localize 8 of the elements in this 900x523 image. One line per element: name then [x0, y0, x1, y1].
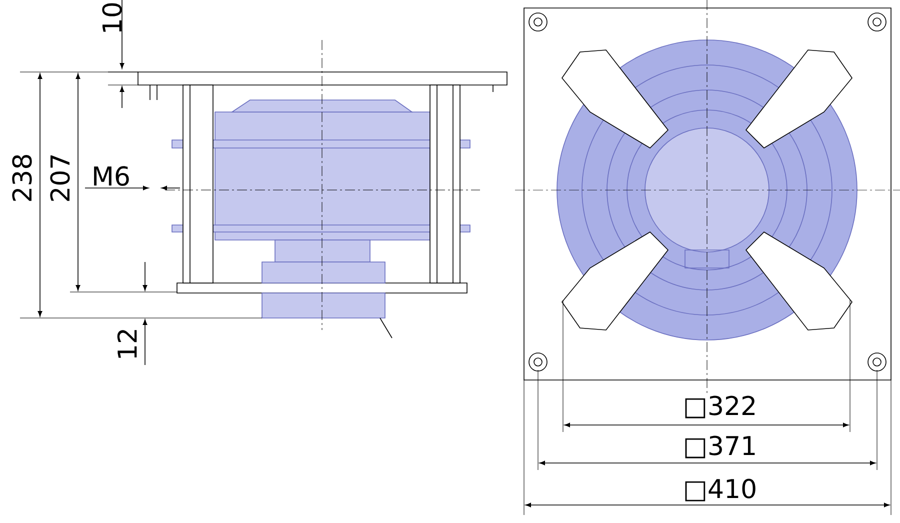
dimension-label: 12 [117, 330, 137, 358]
dimension-label: □322 [685, 396, 754, 418]
dimension-label: 207 [50, 155, 70, 201]
dimension-label: □371 [685, 436, 755, 458]
dimension-label: 238 [12, 154, 32, 201]
dimension-label: M6 [94, 166, 129, 186]
dimension-label: 10 [102, 3, 122, 32]
dimension-label: □410 [685, 478, 756, 502]
